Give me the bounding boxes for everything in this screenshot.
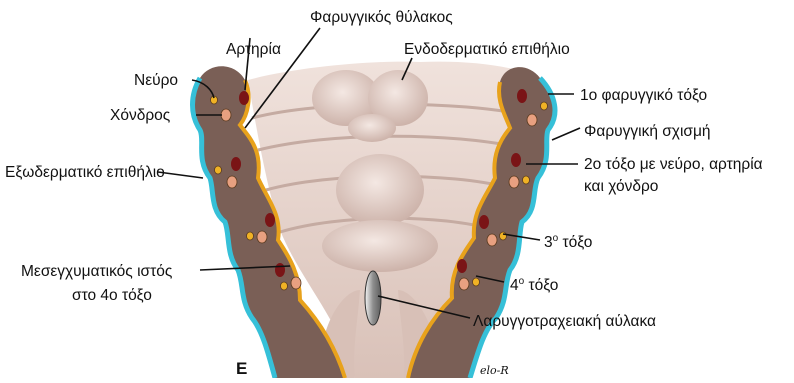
artery-arch2-right <box>511 153 521 167</box>
artist-signature: elo-R <box>480 364 509 377</box>
tuberculum-impar <box>348 114 396 142</box>
artery-arch3-right <box>479 215 489 229</box>
laryngotracheal-groove-shape <box>365 271 381 325</box>
fourth-arch-word: τόξο <box>529 277 559 294</box>
label-ectodermal-epithelium: Εξωδερματικό επιθήλιο <box>5 164 165 181</box>
cartilage-arch1-right <box>527 114 537 126</box>
copula <box>336 154 424 226</box>
cartilage-arch2-right <box>509 176 519 188</box>
label-pharyngeal-pouch: Φαρυγγικός θύλακος <box>310 9 453 26</box>
cartilage-arch1-left <box>221 109 231 121</box>
nerve-arch3-right <box>500 232 507 240</box>
label-third-arch: 3ο τόξο <box>544 233 592 251</box>
cartilage-arch3-left <box>257 231 267 243</box>
label-endodermal-epithelium: Ενδοδερματικό επιθήλιο <box>404 41 570 58</box>
cartilage-arch4-left <box>291 277 301 289</box>
cartilage-arch3-right <box>487 234 497 246</box>
artery-arch4-right <box>457 259 467 273</box>
cartilage-arch2-left <box>227 176 237 188</box>
nerve-arch4-right <box>473 278 480 286</box>
label-first-arch: 1ο φαρυγγικό τόξο <box>580 87 707 104</box>
nerve-arch2-right <box>523 176 530 184</box>
nerve-arch2-left <box>215 166 222 174</box>
artery-arch1-right <box>517 89 527 103</box>
label-artery: Αρτηρία <box>226 41 281 58</box>
label-laryngotracheal-groove: Λαρυγγοτραχειακή αύλακα <box>473 313 656 330</box>
epiglottal-swelling <box>322 220 438 272</box>
third-arch-word: τόξο <box>563 234 593 251</box>
nerve-arch3-left <box>247 232 254 240</box>
panel-letter: E <box>236 359 247 378</box>
nerve-arch4-left <box>281 282 288 290</box>
label-second-arch-line1: 2ο τόξο με νεύρο, αρτηρία <box>584 156 763 173</box>
label-mesenchyme-line1: Μεσεγχυματικός ιστός <box>21 263 172 280</box>
label-pharyngeal-cleft: Φαρυγγική σχισμή <box>584 123 711 140</box>
leader-pharyngeal-cleft <box>552 128 580 140</box>
artery-arch4-left <box>275 263 285 277</box>
label-second-arch-line2: και χόνδρο <box>584 178 658 195</box>
artery-arch1-left <box>239 91 249 105</box>
label-cartilage: Χόνδρος <box>110 107 170 124</box>
cartilage-arch4-right <box>459 278 469 290</box>
label-fourth-arch: 4ο τόξο <box>510 276 558 294</box>
nerve-arch1-right <box>541 102 548 110</box>
artery-arch2-left <box>231 157 241 171</box>
third-arch-num: 3 <box>544 234 553 251</box>
label-nerve: Νεύρο <box>134 72 178 89</box>
label-mesenchyme-line2: στο 4ο τόξο <box>72 287 152 304</box>
artery-arch3-left <box>265 213 275 227</box>
